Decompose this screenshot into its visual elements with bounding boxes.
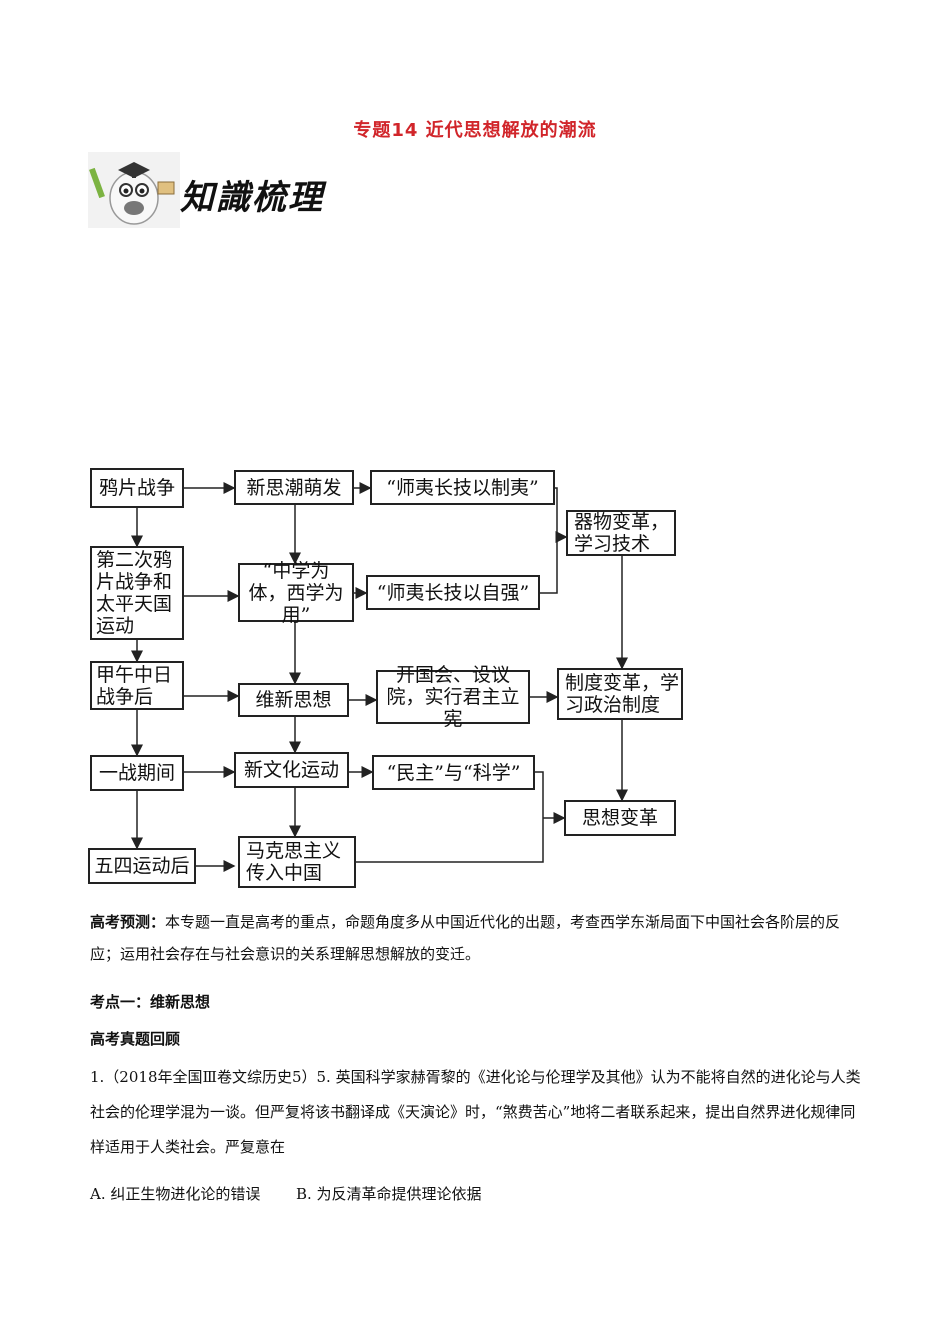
- box-ww1-period: 一战期间: [90, 755, 184, 791]
- box-slogan-3: 开国会、设议院，实行君主立宪: [376, 664, 530, 730]
- box-opium-war: 鸦片战争: [90, 468, 184, 508]
- mascot-logo: [88, 152, 180, 228]
- box-slogan-4: “民主”与“科学”: [372, 755, 535, 790]
- box-new-thought: 新思潮萌发: [234, 470, 354, 505]
- forecast-label: 高考预测：: [90, 913, 166, 931]
- option-a: A. 纠正生物进化论的错误: [90, 1185, 261, 1203]
- box-system-reform: 制度变革，学习政治制度: [557, 668, 683, 720]
- question-text: 1.（2018年全国Ⅲ卷文综历史5）5. 英国科学家赫胥黎的《进化论与伦理学及其…: [90, 1068, 861, 1156]
- section-review: 高考真题回顾: [90, 1030, 181, 1048]
- box-slogan-1: “师夷长技以制夷”: [370, 470, 555, 505]
- section-point-1: 考点一：维新思想: [90, 993, 211, 1011]
- box-material-reform: 器物变革，学习技术: [566, 510, 676, 556]
- box-reform-thought: 维新思想: [238, 683, 349, 717]
- box-sino-japanese-war: 甲午中日战争后: [90, 661, 184, 710]
- box-second-opium-war: 第二次鸦片战争和太平天国运动: [90, 546, 184, 640]
- box-marxism: 马克思主义传入中国: [238, 836, 356, 888]
- box-slogan-2: “师夷长技以自强”: [366, 575, 540, 610]
- box-may-fourth: 五四运动后: [88, 848, 196, 884]
- flow-diagram-lines: [131, 482, 628, 872]
- question-options: A. 纠正生物进化论的错误 B. 为反清革命提供理论依据: [90, 1178, 870, 1210]
- box-chinese-learning: “中学为体，西学为用”: [238, 560, 354, 626]
- option-b: B. 为反清革命提供理论依据: [295, 1185, 482, 1203]
- forecast-text: 本专题一直是高考的重点，命题角度多从中国近代化的出题，考查西学东渐局面下中国社会…: [90, 913, 841, 963]
- box-thought-reform: 思想变革: [564, 800, 676, 836]
- forecast-paragraph: 高考预测：本专题一直是高考的重点，命题角度多从中国近代化的出题，考查西学东渐局面…: [90, 906, 870, 970]
- knowledge-heading: 知識梳理: [180, 178, 324, 218]
- box-new-culture: 新文化运动: [234, 752, 349, 788]
- page-title: 专题14 近代思想解放的潮流: [353, 120, 597, 141]
